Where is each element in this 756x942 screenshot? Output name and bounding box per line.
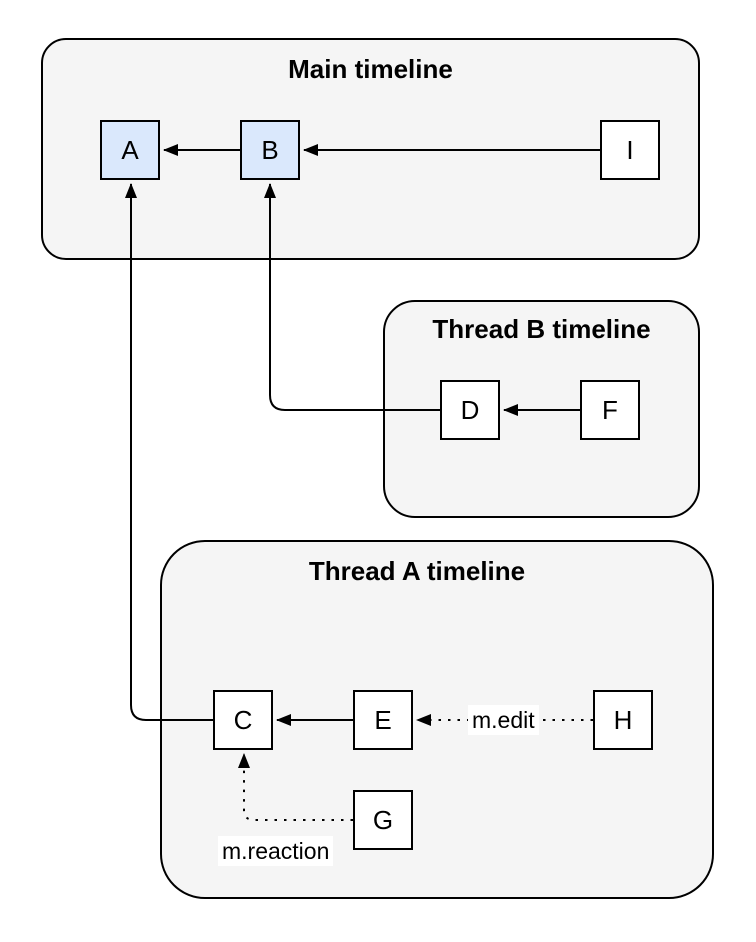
edge-label-m-reaction: m.reaction (218, 836, 334, 866)
thread-a-timeline-title: Thread A timeline (308, 556, 526, 586)
thread-b-timeline-title: Thread B timeline (432, 314, 651, 344)
event-node-h: H (593, 690, 653, 750)
main-timeline-title: Main timeline (288, 54, 453, 84)
event-node-d: D (440, 380, 500, 440)
event-node-i: I (600, 120, 660, 180)
event-node-g: G (353, 790, 413, 850)
event-node-f: F (580, 380, 640, 440)
edge-label-m-edit: m.edit (468, 705, 539, 735)
event-node-c: C (213, 690, 273, 750)
event-node-a: A (100, 120, 160, 180)
event-node-b: B (240, 120, 300, 180)
event-node-e: E (353, 690, 413, 750)
thread-b-timeline-container: Thread B timeline (383, 300, 700, 518)
